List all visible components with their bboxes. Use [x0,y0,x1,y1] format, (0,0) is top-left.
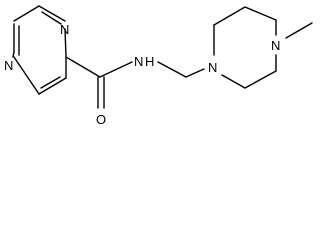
bond-n-to-ch2 [157,61,187,78]
amide-group [65,56,133,109]
pyrazine-ring [12,5,67,95]
bond-ch2-to-piperazine [185,68,205,78]
bond-ring-to-carbonyl [65,56,101,78]
atom-o-carbonyl: O [96,112,106,127]
bond-pz-top-left [13,5,40,22]
atom-n-pyrazine-1: N [60,22,69,37]
bond-pz-bottom-right [38,77,67,95]
bond-pip-bottom [244,70,277,89]
bond-pz-bottom-left [13,56,40,95]
structure-diagram: N N N H O N N [4,5,313,127]
atom-labels: N N N H O N N [4,22,280,127]
bond-carbonyl-to-n [99,61,133,78]
bond-pz-inner-top [41,11,62,25]
bond-pz-top-right [38,5,66,22]
molecule-canvas: N N N H O N N [4,5,313,127]
atom-n-piperazine-1: N [208,60,217,75]
bond-pz-inner-bottom [40,76,61,89]
bond-pz-right-upper [64,28,67,58]
atom-n-piperazine-4: N [271,38,280,53]
atom-h-amide: H [145,54,154,69]
bond-pip-n1-down [221,74,246,89]
bond-n-methyl [285,22,313,39]
atom-n-pyrazine-4: N [4,58,13,73]
bond-pip-top-right [244,6,277,21]
piperazine-ring [213,6,313,89]
bond-pz-left-lower [12,51,15,58]
atom-n-amide: N [134,54,143,69]
methylene-linker [157,61,205,78]
bond-pip-top-left [213,6,246,26]
